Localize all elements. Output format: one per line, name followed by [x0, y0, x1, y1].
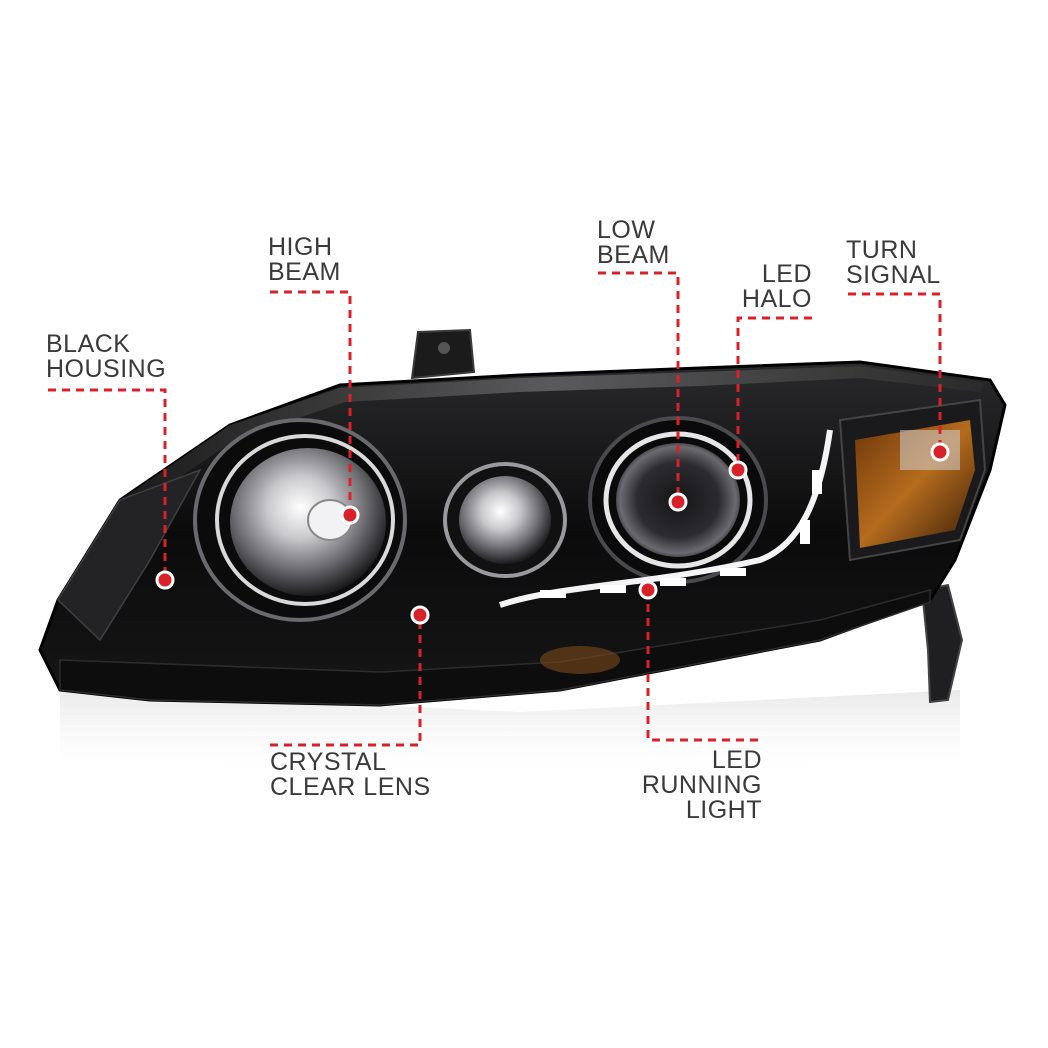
label-line: HOUSING: [46, 355, 167, 383]
label-line: LOW: [597, 216, 656, 244]
label-line: CLEAR LENS: [270, 773, 431, 801]
mounting-tab: [410, 328, 476, 380]
label-line: LIGHT: [685, 796, 762, 824]
label-line: BEAM: [268, 258, 341, 286]
callout-dot-high-beam: [340, 505, 360, 525]
housing-top-edge: [120, 366, 985, 510]
callout-dot-turn-signal: [930, 442, 950, 462]
mounting-hole: [438, 342, 450, 354]
label-line: BEAM: [597, 241, 670, 269]
floor-reflection: [60, 690, 960, 780]
label-line: TURN: [846, 236, 918, 264]
label-low-beam: LOW BEAM: [597, 218, 670, 268]
callout-line-led-running: [646, 590, 762, 742]
callout-line-led-halo: [736, 316, 812, 470]
callout-dots: [155, 442, 950, 625]
high-beam-halo-ring: [215, 434, 395, 606]
label-black-housing: BLACK HOUSING: [46, 332, 166, 382]
rear-bracket: [920, 583, 964, 704]
label-led-halo: LED HALO: [712, 262, 812, 312]
label-line: CRYSTAL: [270, 748, 387, 776]
led-running-light-segments: [540, 470, 822, 598]
label-line: LED: [711, 746, 762, 774]
turn-signal-bulb-cover: [900, 430, 960, 470]
label-line: LED: [761, 260, 812, 288]
label-high-beam: HIGH BEAM: [268, 235, 341, 285]
label-line: BLACK: [46, 330, 131, 358]
callout-line-turn-signal: [848, 292, 942, 452]
label-crystal-clear-lens: CRYSTAL CLEAR LENS: [270, 750, 431, 800]
callout-line-black-housing: [48, 388, 167, 580]
label-led-running-light: LED RUNNING LIGHT: [610, 748, 762, 823]
callout-dot-crystal-lens: [410, 605, 430, 625]
callout-lines: [48, 271, 942, 747]
housing-bottom-lip: [59, 589, 931, 706]
callout-dot-black-housing: [155, 570, 175, 590]
label-line: HALO: [741, 285, 812, 313]
callout-dot-low-beam: [668, 492, 688, 512]
callout-line-high-beam: [270, 290, 352, 515]
callout-line-crystal-lens: [270, 615, 422, 747]
label-line: SIGNAL: [846, 261, 941, 289]
side-marker-amber: [540, 646, 620, 674]
middle-projector-chrome: [459, 476, 551, 564]
callout-dot-led-halo: [728, 460, 748, 480]
label-line: HIGH: [268, 233, 333, 261]
label-turn-signal: TURN SIGNAL: [846, 238, 941, 288]
callout-dot-led-running: [638, 580, 658, 600]
label-line: RUNNING: [641, 771, 762, 799]
